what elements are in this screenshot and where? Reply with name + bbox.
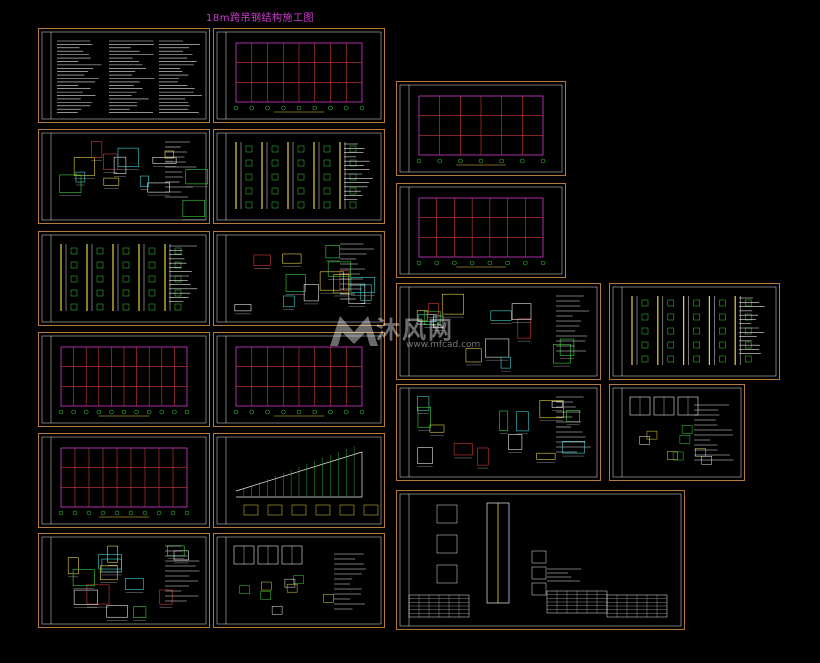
sheet-drawing bbox=[41, 132, 209, 221]
sheet-drawing bbox=[41, 335, 207, 424]
sheet-drawing bbox=[216, 132, 382, 221]
drawing-sheet[interactable] bbox=[213, 433, 385, 528]
drawing-sheet[interactable] bbox=[396, 384, 601, 481]
drawing-sheet[interactable] bbox=[213, 129, 385, 224]
sheet-drawing bbox=[399, 286, 598, 377]
watermark-url: www.mfcad.com bbox=[406, 340, 481, 350]
sheet-drawing bbox=[41, 31, 207, 120]
drawing-sheet[interactable] bbox=[609, 283, 780, 380]
sheet-drawing bbox=[216, 31, 382, 120]
drawing-sheet[interactable] bbox=[396, 283, 601, 380]
sheet-drawing bbox=[399, 387, 598, 478]
drawing-sheet[interactable] bbox=[38, 433, 210, 528]
drawing-sheet[interactable] bbox=[396, 183, 566, 278]
sheet-drawing bbox=[399, 493, 682, 627]
drawing-sheet[interactable] bbox=[213, 332, 385, 427]
drawing-sheet[interactable] bbox=[213, 28, 385, 123]
sheet-drawing bbox=[216, 536, 382, 625]
sheet-drawing bbox=[612, 286, 777, 377]
sheet-drawing bbox=[399, 186, 563, 275]
watermark-text: 沐风网 bbox=[376, 316, 454, 344]
drawing-sheet[interactable] bbox=[38, 231, 210, 326]
drawing-sheet[interactable] bbox=[396, 81, 566, 176]
drawing-sheet[interactable] bbox=[213, 533, 385, 628]
sheet-drawing bbox=[612, 387, 742, 478]
drawing-set-title: 18m跨吊钢结构施工图 bbox=[206, 13, 314, 24]
drawing-sheet[interactable] bbox=[38, 332, 210, 427]
sheet-drawing bbox=[41, 536, 207, 625]
drawing-sheet[interactable] bbox=[396, 490, 685, 630]
sheet-drawing bbox=[216, 335, 382, 424]
sheet-drawing bbox=[216, 436, 382, 525]
drawing-sheet[interactable] bbox=[38, 533, 210, 628]
watermark-logo-icon bbox=[330, 316, 378, 346]
drawing-sheet[interactable] bbox=[38, 28, 210, 123]
sheet-drawing bbox=[216, 234, 382, 323]
sheet-drawing bbox=[41, 234, 207, 323]
drawing-sheet[interactable] bbox=[213, 231, 385, 326]
drawing-sheet[interactable] bbox=[38, 129, 210, 224]
sheet-drawing bbox=[399, 84, 563, 173]
watermark: 沐风网 www.mfcad.com bbox=[326, 308, 496, 354]
sheet-drawing bbox=[41, 436, 207, 525]
drawing-sheet[interactable] bbox=[609, 384, 745, 481]
